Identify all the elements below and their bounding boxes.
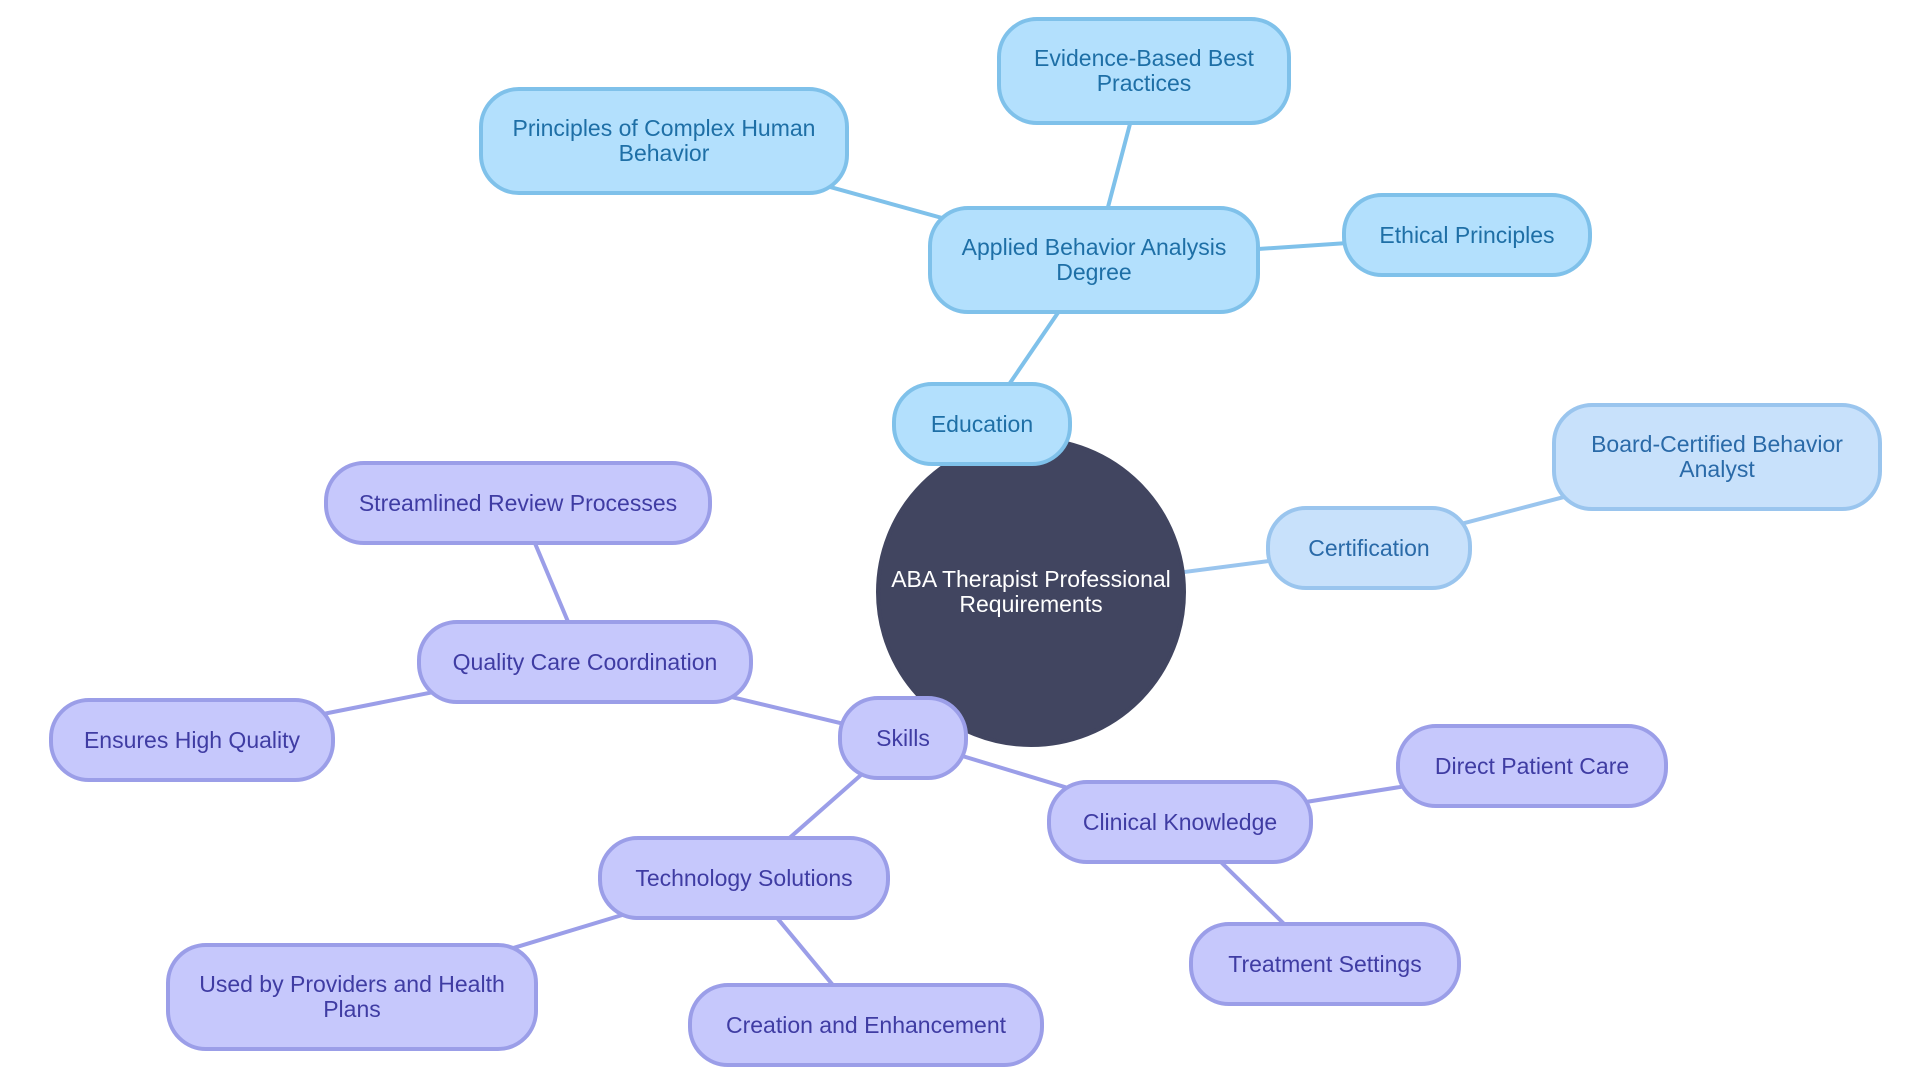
- bcba-label: Board-Certified Behavior Analyst: [1591, 431, 1843, 482]
- complex-behavior-label: Principles of Complex Human Behavior: [512, 115, 816, 166]
- ethical-principles-label: Ethical Principles: [1379, 221, 1555, 248]
- education-node: Education: [892, 382, 1072, 466]
- providers-node: Used by Providers and Health Plans: [166, 943, 538, 1051]
- clinical-knowledge-node: Clinical Knowledge: [1047, 780, 1313, 864]
- ethical-principles-node: Ethical Principles: [1342, 193, 1592, 277]
- complex-behavior-node: Principles of Complex Human Behavior: [479, 87, 849, 195]
- aba-degree-label: Applied Behavior Analysis Degree: [961, 234, 1227, 285]
- root-label: ABA Therapist Professional Requirements: [891, 566, 1171, 617]
- streamlined-review-label: Streamlined Review Processes: [358, 489, 678, 516]
- quality-care-label: Quality Care Coordination: [452, 648, 718, 675]
- technology-solutions-label: Technology Solutions: [635, 864, 853, 891]
- streamlined-review-node: Streamlined Review Processes: [324, 461, 712, 545]
- quality-care-node: Quality Care Coordination: [417, 620, 753, 704]
- certification-node: Certification: [1266, 506, 1472, 590]
- treatment-settings-node: Treatment Settings: [1189, 922, 1461, 1006]
- evidence-based-label: Evidence-Based Best Practices: [1034, 45, 1254, 96]
- clinical-knowledge-label: Clinical Knowledge: [1082, 808, 1278, 835]
- providers-label: Used by Providers and Health Plans: [199, 971, 505, 1022]
- technology-solutions-node: Technology Solutions: [598, 836, 890, 920]
- skills-node: Skills: [838, 696, 968, 780]
- direct-care-node: Direct Patient Care: [1396, 724, 1668, 808]
- certification-label: Certification: [1308, 534, 1430, 561]
- bcba-node: Board-Certified Behavior Analyst: [1552, 403, 1882, 511]
- evidence-based-node: Evidence-Based Best Practices: [997, 17, 1291, 125]
- creation-node: Creation and Enhancement: [688, 983, 1044, 1067]
- treatment-settings-label: Treatment Settings: [1228, 950, 1422, 977]
- high-quality-node: Ensures High Quality: [49, 698, 335, 782]
- high-quality-label: Ensures High Quality: [83, 726, 301, 753]
- education-label: Education: [930, 410, 1034, 437]
- direct-care-label: Direct Patient Care: [1434, 752, 1630, 779]
- creation-label: Creation and Enhancement: [725, 1011, 1007, 1038]
- skills-label: Skills: [876, 724, 930, 751]
- aba-degree-node: Applied Behavior Analysis Degree: [928, 206, 1260, 314]
